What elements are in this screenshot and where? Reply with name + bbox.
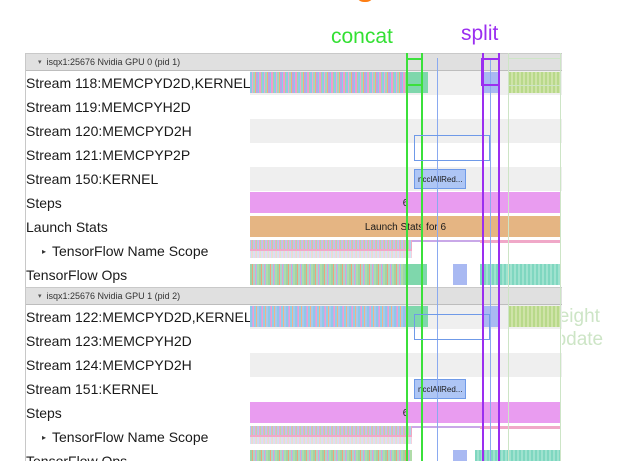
row-label: Stream 119:MEMCPYH2D (26, 95, 250, 119)
chevron-down-icon[interactable]: ▾ (38, 58, 42, 66)
chevron-right-icon[interactable]: ▸ (42, 432, 47, 442)
row-label: Steps (26, 191, 250, 215)
namescope-divider (250, 435, 412, 437)
nccl-highlight-box-gpu1 (414, 314, 490, 340)
row-label-namescope[interactable]: ▸ TensorFlow Name Scope (26, 425, 250, 449)
chevron-down-icon[interactable]: ▾ (38, 292, 42, 300)
namescope-strip-bottom (250, 437, 412, 444)
row-label: Steps (26, 401, 250, 425)
chevron-right-icon[interactable]: ▸ (42, 246, 47, 256)
concat-marker-right (421, 53, 423, 461)
weight-update-events (509, 72, 561, 93)
step-band-label: 6 (250, 401, 561, 425)
row-label-namescope[interactable]: ▸ TensorFlow Name Scope (26, 239, 250, 263)
ops-split-event (453, 264, 467, 285)
ops-strip (250, 450, 412, 461)
row-label: TensorFlow Ops (26, 263, 250, 287)
timeline-panel[interactable]: ▾ isqx1:25676 Nvidia GPU 0 (pid 1) Strea… (25, 53, 562, 461)
weight-update-marker-left (508, 53, 509, 461)
row-label: Stream 118:MEMCPYD2D,KERNEL,ME (26, 71, 250, 95)
weight-update-marker-right (560, 53, 561, 461)
row-label: Stream 120:MEMCPYD2H (26, 119, 250, 143)
split-highlight-box (481, 58, 500, 86)
nccl-marker-right (490, 58, 491, 461)
row-label: Stream 150:KERNEL (26, 167, 250, 191)
gpu-group-0-header[interactable]: ▾ isqx1:25676 Nvidia GPU 0 (pid 1) (26, 53, 562, 71)
nccl-allreduce-event[interactable]: ncclAllRed... (414, 169, 466, 189)
row-label: Launch Stats (26, 215, 250, 239)
namescope-strip-top (250, 426, 412, 435)
step-band-label: 6 (250, 191, 561, 215)
nccl-highlight-box-gpu0 (414, 135, 490, 161)
namescope-divider (250, 249, 412, 251)
row-label: Stream 123:MEMCPYH2D (26, 329, 250, 353)
ops-weight-update-events (480, 264, 561, 285)
nccl-allreduce-event[interactable]: ncclAllRed... (414, 379, 466, 399)
ops-concat-event (405, 264, 427, 285)
namescope-strip-top (250, 240, 412, 249)
row-label: Stream 121:MEMCPYP2P (26, 143, 250, 167)
split-event (483, 72, 499, 93)
concat-marker-left (406, 53, 408, 461)
namescope-strip-bottom (250, 251, 412, 258)
gpu-group-1-title: isqx1:25676 Nvidia GPU 1 (pid 2) (46, 291, 181, 301)
namescope-span-right (480, 426, 561, 429)
split-event (483, 306, 499, 327)
row-label: TensorFlow Name Scope (52, 243, 209, 259)
annotation-concat: concat (331, 25, 393, 48)
activity-strip (250, 72, 414, 93)
split-marker-right (498, 53, 500, 461)
ops-split-event (453, 450, 467, 461)
row-label: TensorFlow Name Scope (52, 429, 209, 445)
row-label: Stream 151:KERNEL (26, 377, 250, 401)
split-marker-left (482, 53, 484, 461)
annotation-split: split (461, 22, 499, 45)
table-row[interactable]: ▸ TensorFlow Name Scope (26, 239, 562, 263)
gpu-group-1-header[interactable]: ▾ isqx1:25676 Nvidia GPU 1 (pid 2) (26, 287, 562, 305)
panel-left-border (25, 53, 26, 461)
concat-event (408, 306, 428, 327)
concat-highlight-box (406, 58, 423, 86)
row-label: Stream 122:MEMCPYD2D,KERNEL,MI (26, 305, 250, 329)
ops-weight-update-events (475, 450, 561, 461)
launch-stats-label: Launch Stats for 6 (364, 221, 447, 233)
namescope-span-right (480, 240, 561, 243)
cut-off-orange-marker (356, 0, 374, 2)
nccl-marker-left (437, 58, 438, 461)
weight-update-highlight-box (508, 58, 561, 86)
weight-update-events (509, 306, 561, 327)
gpu-group-0-title: isqx1:25676 Nvidia GPU 0 (pid 1) (46, 57, 181, 67)
concat-event (408, 72, 428, 93)
row-label: TensorFlow Ops (26, 449, 250, 461)
ops-strip (250, 264, 412, 285)
table-row[interactable]: Stream 150:KERNEL ncclAllRed... (26, 167, 562, 191)
row-label: Stream 124:MEMCPYD2H (26, 353, 250, 377)
activity-strip (250, 306, 416, 327)
